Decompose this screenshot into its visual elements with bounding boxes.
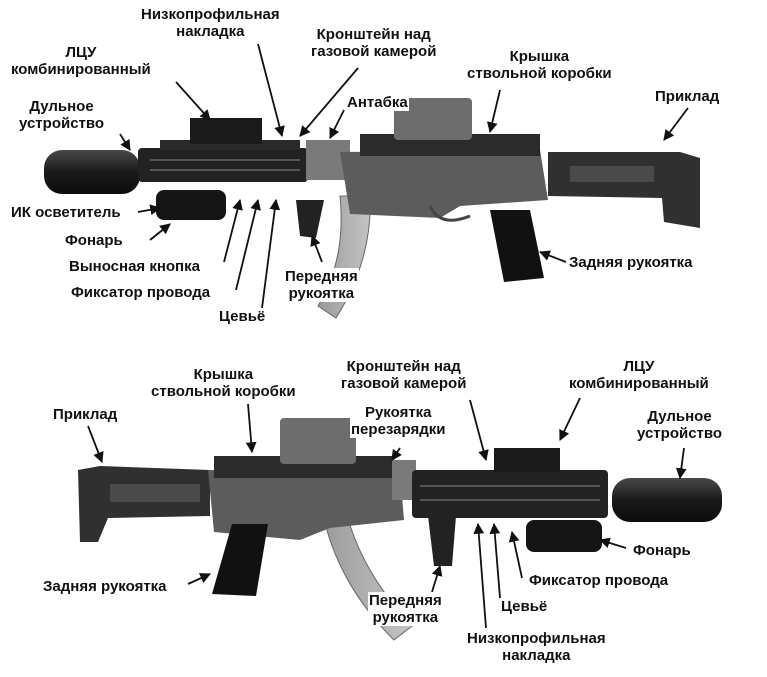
top-rifle (44, 98, 700, 319)
label-top-front-grip: Передняя рукоятка (284, 268, 359, 302)
leader-lines (87, 43, 689, 629)
label-bottom-cable-clip: Фиксатор провода (528, 572, 670, 589)
bottom-suppressor (612, 478, 722, 522)
bottom-stock (78, 466, 210, 542)
label-top-sling-mount: Антабка (346, 94, 409, 111)
label-bottom-handguard: Цевьё (500, 598, 549, 615)
label-top-muzzle-device: Дульное устройство (18, 98, 106, 132)
bottom-optic (280, 418, 356, 464)
bottom-handguard (412, 470, 608, 518)
label-top-stock: Приклад (654, 88, 721, 105)
top-handguard (138, 148, 308, 182)
top-flashlight (156, 190, 226, 220)
label-top-rear-grip: Задняя рукоятка (568, 254, 694, 271)
label-top-flashlight: Фонарь (64, 232, 124, 249)
label-top-gas-block-mount: Кронштейн над газовой камерой (310, 26, 438, 60)
label-bottom-low-profile-cover: Низкопрофильная накладка (466, 630, 607, 664)
label-bottom-muzzle-device: Дульное устройство (636, 408, 724, 442)
label-bottom-charging-handle: Рукоятка перезарядки (350, 404, 447, 438)
label-top-receiver-cover: Крышка ствольной коробки (466, 48, 613, 82)
label-bottom-front-grip: Передняя рукоятка (368, 592, 443, 626)
top-receiver (340, 150, 548, 218)
top-suppressor (44, 150, 140, 194)
label-bottom-flashlight: Фонарь (632, 542, 692, 559)
top-rear-grip (490, 210, 544, 282)
top-laser-unit (190, 118, 262, 144)
bottom-rear-grip (212, 524, 268, 596)
label-bottom-stock: Приклад (52, 406, 119, 423)
label-top-remote-button: Выносная кнопка (68, 258, 201, 275)
label-bottom-receiver-cover: Крышка ствольной коробки (150, 366, 297, 400)
label-top-combined-laser: ЛЦУ комбинированный (10, 44, 152, 78)
top-trigger-guard (428, 205, 471, 222)
bottom-rifle (78, 418, 722, 641)
label-top-ir-illuminator: ИК осветитель (10, 204, 122, 221)
top-low-profile-cover (160, 140, 300, 150)
label-top-cable-clip: Фиксатор провода (70, 284, 212, 301)
bottom-laser-unit (494, 448, 560, 472)
top-front-grip (296, 200, 324, 238)
label-bottom-rear-grip: Задняя рукоятка (42, 578, 168, 595)
bottom-receiver (208, 470, 404, 540)
label-bottom-combined-laser: ЛЦУ комбинированный (568, 358, 710, 392)
bottom-front-grip (428, 516, 456, 566)
top-optic (394, 98, 472, 140)
label-top-handguard: Цевьё (218, 308, 267, 325)
label-bottom-gas-block-mount: Кронштейн над газовой камерой (340, 358, 468, 392)
label-top-low-profile-cover: Низкопрофильная накладка (140, 6, 281, 40)
top-stock (548, 152, 700, 228)
bottom-flashlight (526, 520, 602, 552)
